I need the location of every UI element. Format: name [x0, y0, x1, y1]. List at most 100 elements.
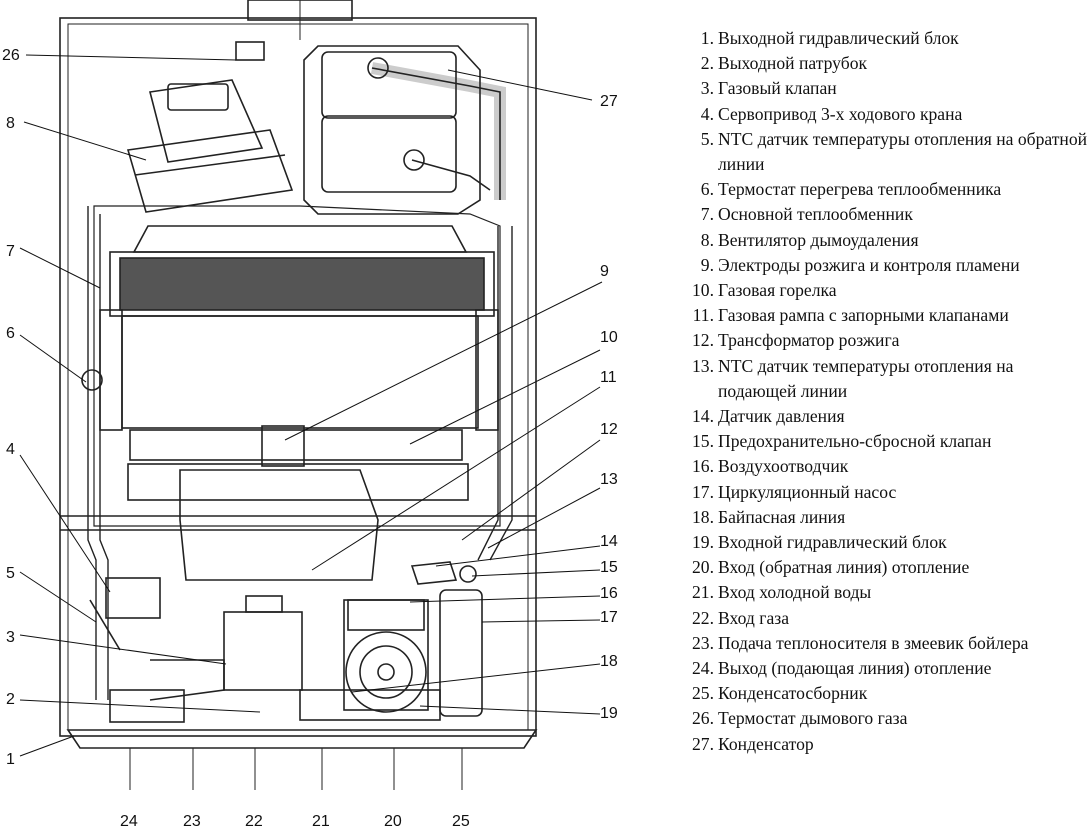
legend-item: 14.Датчик давления — [676, 404, 1088, 429]
legend-item-text: Вход газа — [718, 607, 790, 628]
legend-item: 17.Циркуляционный насос — [676, 480, 1088, 505]
legend-item: 1.Выходной гидравлический блок — [676, 26, 1088, 51]
legend-item-text: Вход (обратная линия) отопление — [718, 557, 970, 578]
legend-item-text: NTC датчик температуры отопления на пода… — [718, 355, 1014, 401]
legend-item-number: 8. — [700, 229, 714, 250]
legend-item-number: 10. — [692, 280, 714, 301]
callout-17: 17 — [600, 609, 618, 626]
condensate-trap — [439, 589, 483, 717]
legend-item-number: 1. — [700, 28, 714, 48]
legend-item-text: Циркуляционный насос — [718, 481, 897, 502]
legend-item-number: 26. — [692, 708, 714, 729]
legend-item-number: 11. — [692, 305, 714, 326]
gas-valve — [149, 595, 303, 701]
electrodes — [261, 425, 305, 467]
legend-item-text: Сервопривод 3-х ходового крана — [718, 103, 963, 124]
callout-7: 7 — [6, 243, 15, 260]
circulation-pump — [343, 599, 429, 713]
callout-18: 18 — [600, 653, 618, 670]
legend-item-number: 24. — [692, 658, 714, 679]
legend-item: 22.Вход газа — [676, 606, 1088, 631]
legend-item-text: Выходной патрубок — [718, 53, 868, 74]
boiler-casing — [59, 17, 537, 737]
legend-item-text: Газовая рампа с запорными клапанами — [718, 305, 1009, 326]
callout-10: 10 — [600, 329, 618, 346]
callout-11: 11 — [600, 369, 617, 386]
legend-item-number: 7. — [700, 204, 714, 225]
legend-item-text: Входной гидравлический блок — [718, 532, 947, 553]
legend-item-number: 20. — [692, 557, 714, 578]
callout-27: 27 — [600, 93, 618, 110]
legend-item: 27.Конденсатор — [676, 732, 1088, 757]
legend-item-text: Термостат перегрева теплообменника — [718, 179, 1002, 200]
legend-item-number: 15. — [692, 431, 714, 452]
legend-item: 24.Выход (подающая линия) отопление — [676, 656, 1088, 681]
legend-item-number: 23. — [692, 632, 714, 653]
callout-22: 22 — [245, 813, 263, 830]
legend-item: 8.Вентилятор дымоудаления — [676, 228, 1088, 253]
legend-item-text: Газовая горелка — [718, 280, 837, 301]
legend-item: 6.Термостат перегрева теплообменника — [676, 177, 1088, 202]
outlet-hydraulic-block — [109, 689, 185, 723]
callout-24: 24 — [120, 813, 138, 830]
legend-item-number: 2. — [700, 53, 714, 74]
legend-item: 23.Подача теплоносителя в змеевик бойлер… — [676, 631, 1088, 656]
legend-item: 7.Основной теплообменник — [676, 202, 1088, 227]
legend-item-text: Подача теплоносителя в змеевик бойлера — [718, 632, 1029, 653]
legend-item: 16.Воздухоотводчик — [676, 454, 1088, 479]
callout-3: 3 — [6, 629, 15, 646]
legend-item: 11.Газовая рампа с запорными клапанами — [676, 303, 1088, 328]
callout-14: 14 — [600, 533, 618, 550]
callout-8: 8 — [6, 115, 15, 132]
legend-item-text: Воздухоотводчик — [718, 456, 849, 477]
legend-item: 3.Газовый клапан — [676, 76, 1088, 101]
legend-item: 26.Термостат дымового газа — [676, 706, 1088, 731]
gas-burner — [129, 429, 463, 461]
legend-item-number: 16. — [692, 456, 714, 477]
callout-13: 13 — [600, 471, 618, 488]
legend-item-number: 22. — [692, 607, 714, 628]
legend-item: 4.Сервопривод 3-х ходового крана — [676, 102, 1088, 127]
legend-item-text: Трансформатор розжига — [718, 330, 900, 351]
legend-item-number: 9. — [700, 254, 714, 275]
legend-item-text: Предохранительно-сбросной клапан — [718, 431, 992, 452]
legend-item: 9.Электроды розжига и контроля пламени — [676, 253, 1088, 278]
legend-item: 15.Предохранительно-сбросной клапан — [676, 429, 1088, 454]
callout-2: 2 — [6, 691, 15, 708]
legend-item-number: 5. — [700, 128, 714, 149]
legend-item: 13.NTC датчик температуры отопления на п… — [676, 354, 1088, 404]
legend-item: 5.NTC датчик температуры отопления на об… — [676, 127, 1088, 177]
legend-item: 2.Выходной патрубок — [676, 51, 1088, 76]
callout-9: 9 — [600, 263, 609, 280]
legend-item-text: Выходной гидравлический блок — [718, 28, 959, 48]
callout-15: 15 — [600, 559, 618, 576]
legend-item-number: 27. — [692, 733, 714, 754]
legend-item: 18.Байпасная линия — [676, 505, 1088, 530]
callout-23: 23 — [183, 813, 201, 830]
callout-6: 6 — [6, 325, 15, 342]
overheat-thermostat — [81, 369, 103, 391]
legend-item-text: Газовый клапан — [718, 78, 837, 99]
legend-item-number: 3. — [700, 78, 714, 99]
servo-3way — [105, 577, 161, 619]
legend-item-text: Вход холодной воды — [718, 582, 872, 603]
legend-item-text: Термостат дымового газа — [718, 708, 908, 729]
pressure-sensor — [410, 561, 458, 585]
legend-item-number: 14. — [692, 406, 714, 427]
callout-26: 26 — [2, 47, 20, 64]
callout-16: 16 — [600, 585, 618, 602]
callout-25: 25 — [452, 813, 470, 830]
legend-item-text: Основной теплообменник — [718, 204, 913, 225]
ntc-return — [89, 599, 121, 651]
legend-item-text: Вентилятор дымоудаления — [718, 229, 919, 250]
callout-5: 5 — [6, 565, 15, 582]
condenser — [303, 45, 506, 215]
legend-item-number: 13. — [692, 355, 714, 376]
legend-item-number: 25. — [692, 683, 714, 704]
legend-item-number: 12. — [692, 330, 714, 351]
gas-ramp — [179, 469, 379, 581]
legend-item-text: Байпасная линия — [718, 506, 846, 527]
legend-item-number: 6. — [700, 179, 714, 200]
legend-item-number: 18. — [692, 506, 714, 527]
